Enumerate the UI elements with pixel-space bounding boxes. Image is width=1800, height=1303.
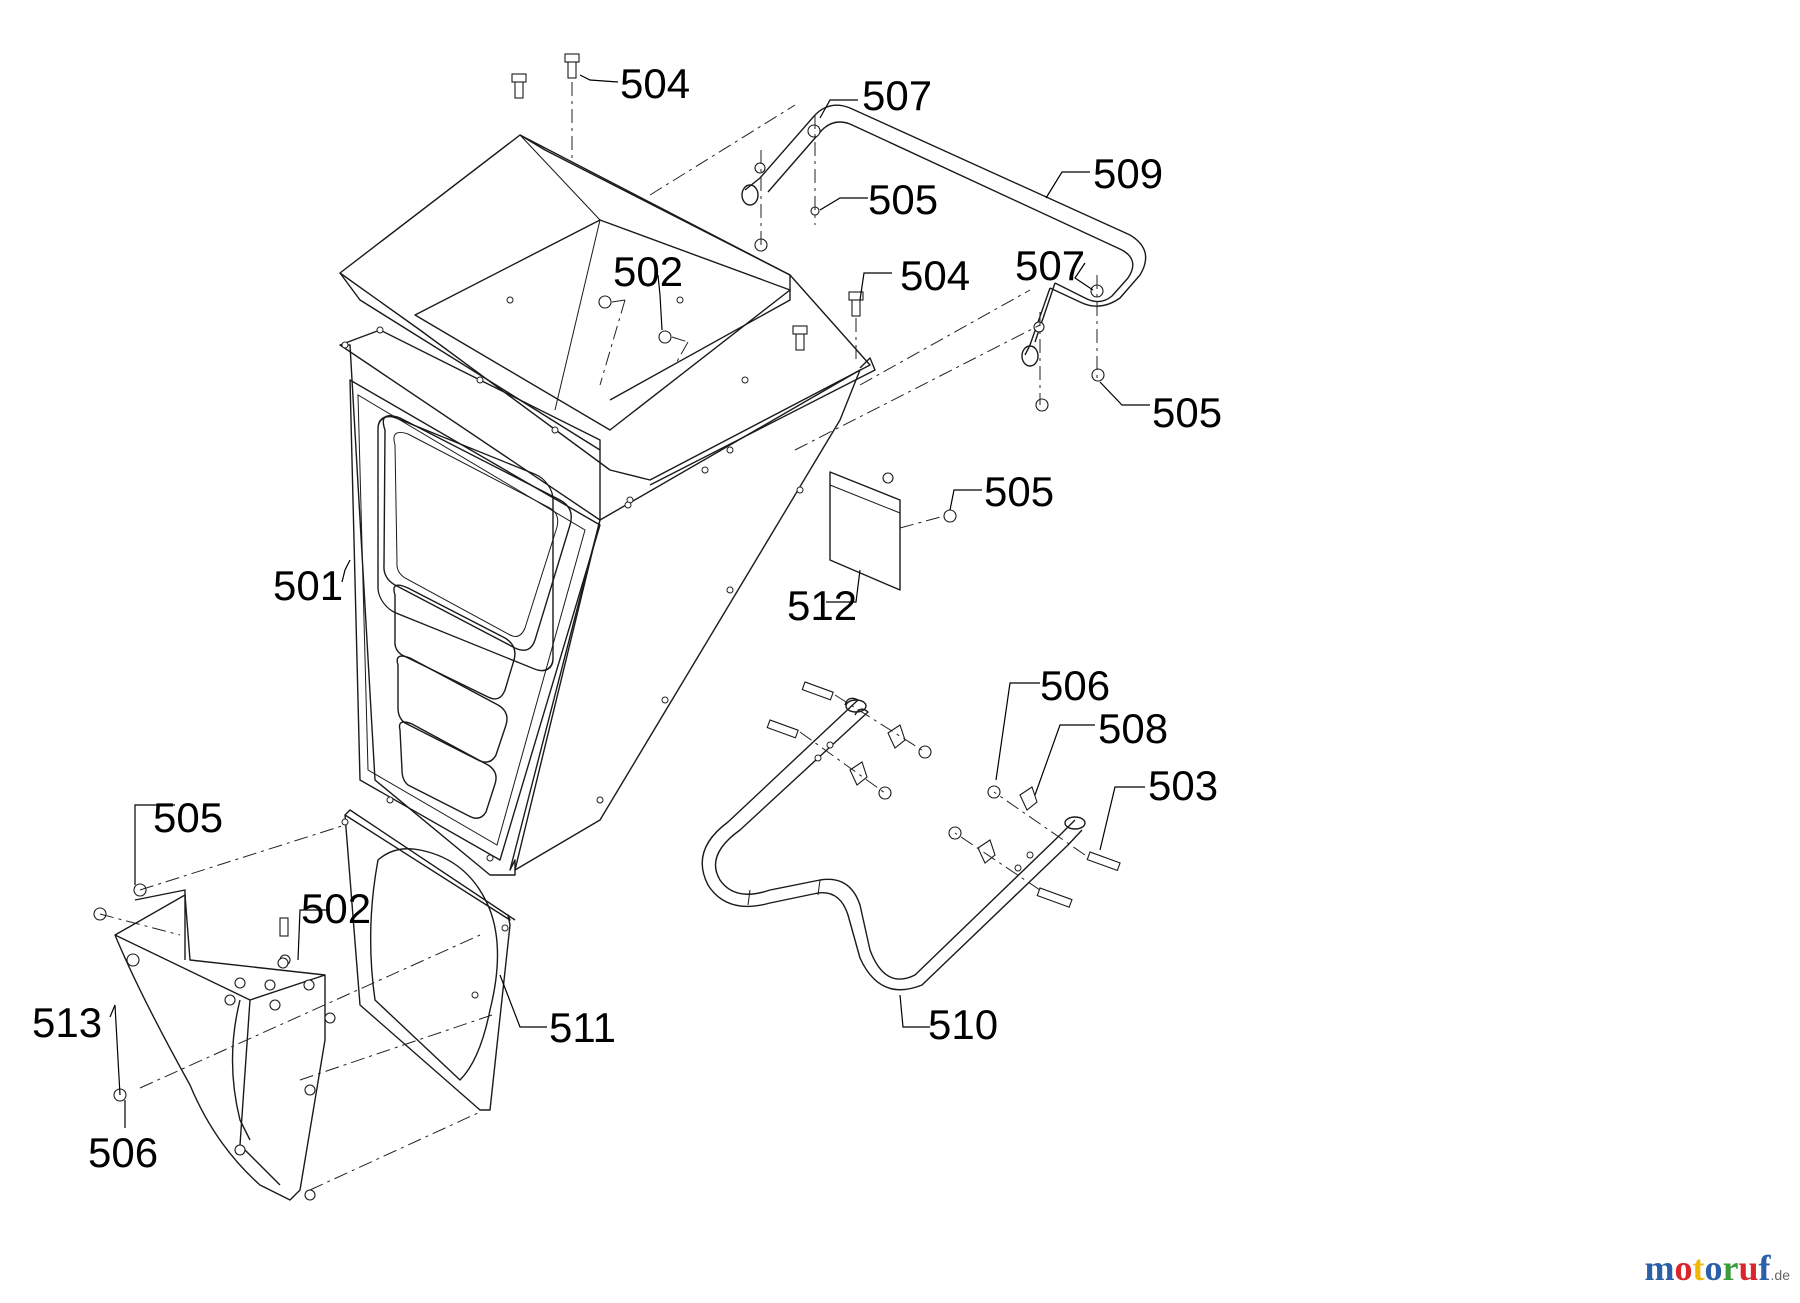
chute-513 — [93, 824, 493, 1201]
callout-labels: 501 502 502 503 504 504 505 505 505 505 … — [32, 60, 1222, 1176]
callout-510: 510 — [928, 1001, 998, 1048]
watermark-letter: f — [1758, 1248, 1771, 1288]
callout-508: 508 — [1098, 705, 1168, 752]
watermark-letter: m — [1644, 1248, 1675, 1288]
watermark-tld: .de — [1770, 1267, 1790, 1283]
hopper-body-501 — [339, 134, 876, 876]
callout-504-top: 504 — [620, 60, 690, 107]
callout-504-mid: 504 — [900, 252, 970, 299]
callout-511: 511 — [549, 1004, 616, 1051]
callout-505-plate: 505 — [984, 468, 1054, 515]
hopper-fasteners — [511, 53, 864, 386]
callout-505-chute: 505 — [153, 794, 223, 841]
callout-502-bottom: 502 — [301, 885, 371, 932]
leader-lines — [109, 74, 1150, 1128]
callout-503: 503 — [1148, 762, 1218, 809]
watermark-letter: u — [1738, 1248, 1759, 1288]
callout-506-chute: 506 — [88, 1129, 158, 1176]
plate-512 — [829, 471, 957, 591]
watermark-letter: o — [1674, 1248, 1693, 1288]
callout-506-stand: 506 — [1040, 662, 1110, 709]
motoruf-watermark-logo: motoruf.de — [1645, 1247, 1790, 1289]
callout-502-top: 502 — [613, 248, 683, 295]
watermark-letter: r — [1722, 1248, 1739, 1288]
callout-507-top: 507 — [862, 72, 932, 119]
callout-505-right: 505 — [1152, 389, 1222, 436]
callout-507-mid: 507 — [1015, 242, 1085, 289]
callout-505-top: 505 — [868, 176, 938, 223]
handle-509 — [649, 104, 1147, 451]
stand-510 — [701, 681, 1121, 991]
watermark-letter: t — [1692, 1248, 1705, 1288]
callout-501: 501 — [273, 562, 343, 609]
callout-512: 512 — [787, 582, 857, 629]
flange-511 — [341, 809, 516, 1111]
callout-509: 509 — [1093, 150, 1163, 197]
watermark-letter: o — [1704, 1248, 1723, 1288]
callout-513: 513 — [32, 999, 102, 1046]
